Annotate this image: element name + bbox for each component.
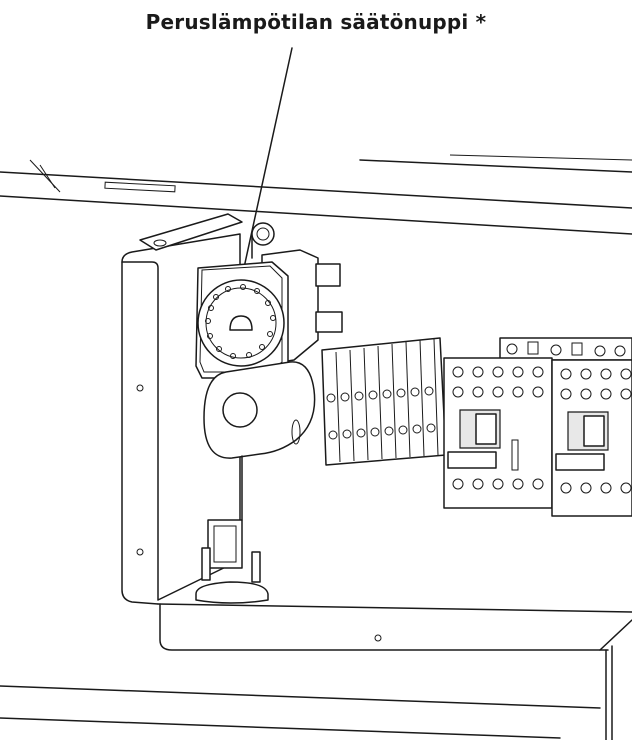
top-rail — [0, 154, 632, 235]
sensor-bulb — [203, 361, 316, 521]
callout-label: Peruslämpötilan säätönuppi * — [145, 10, 487, 34]
base-lines — [0, 685, 601, 739]
top-bolt — [251, 222, 275, 259]
terminal-block — [321, 337, 447, 466]
limit-thermostat — [195, 519, 269, 604]
contactor-1 — [443, 357, 553, 509]
contactor-2 — [551, 359, 632, 517]
top-terminal-strip — [499, 337, 632, 361]
temperature-knob — [197, 279, 285, 367]
bottom-shelf — [157, 603, 632, 740]
